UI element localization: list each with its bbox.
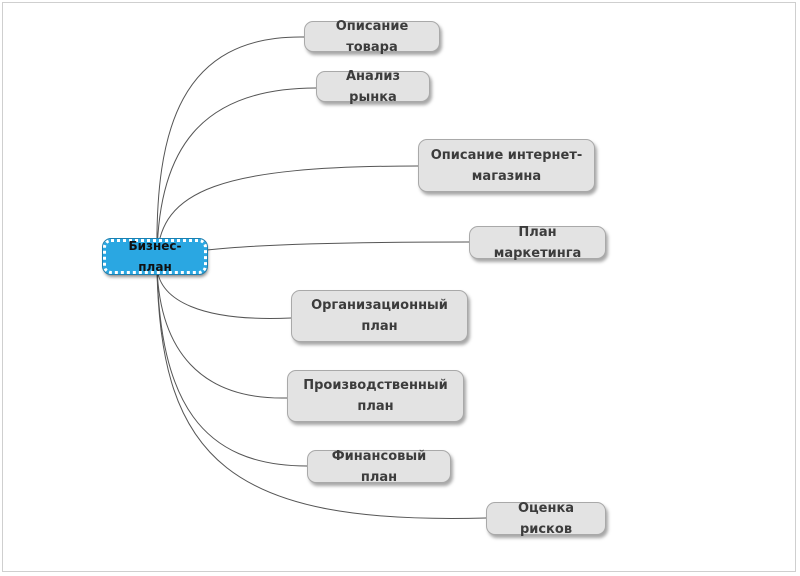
node-label: Описание интернет-магазина	[430, 147, 583, 184]
node-organizational-plan[interactable]: Организационный план	[291, 290, 468, 342]
node-label: Производственный план	[303, 378, 448, 414]
node-financial-plan[interactable]: Финансовый план	[307, 449, 451, 485]
node-label: Оценка рисков	[517, 500, 575, 537]
node-label: Организационный план	[311, 298, 448, 334]
node-label: Описание товара	[335, 18, 409, 55]
node-market-analysis[interactable]: Анализ рынка	[316, 69, 430, 105]
node-product-description[interactable]: Описание товара	[304, 19, 440, 55]
root-node-label: Бизнес-план	[128, 238, 182, 274]
node-label: План маркетинга	[493, 224, 582, 261]
node-label: Анализ рынка	[346, 68, 400, 105]
node-marketing-plan[interactable]: План маркетинга	[469, 225, 606, 261]
node-production-plan[interactable]: Производственный план	[287, 370, 464, 422]
node-risk-assessment[interactable]: Оценка рисков	[486, 501, 606, 537]
root-node-business-plan[interactable]: Бизнес-план	[102, 238, 208, 275]
node-label: Финансовый план	[331, 448, 427, 485]
node-eshop-description[interactable]: Описание интернет-магазина	[418, 139, 595, 192]
